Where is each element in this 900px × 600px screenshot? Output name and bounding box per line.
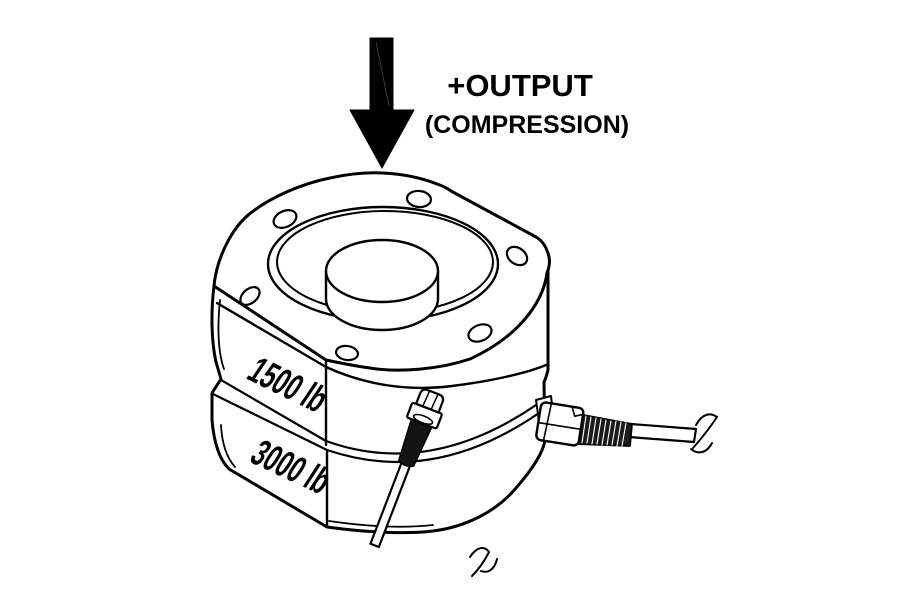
arrow-highlight	[375, 41, 390, 107]
side-cable-threads	[575, 413, 633, 447]
load-cell-body	[210, 171, 551, 535]
front-cable-sleeve	[397, 417, 433, 468]
bolt-hole	[272, 209, 298, 229]
bolt-hole	[505, 245, 529, 267]
bolt-hole	[467, 323, 493, 343]
down-arrow-icon	[349, 37, 415, 170]
side-connector	[535, 395, 718, 454]
front-connector-cap	[415, 388, 445, 414]
bolt-hole	[239, 286, 261, 306]
cable-break-icon	[469, 547, 498, 577]
left-corner-bevel	[217, 299, 236, 468]
force-direction-arrow	[349, 37, 415, 170]
side-cable	[627, 422, 698, 444]
center-boss	[324, 238, 440, 332]
cable-break-icon	[690, 413, 718, 454]
panel-edges	[324, 360, 329, 529]
flange-bottom-edge	[215, 301, 548, 390]
compression-label: (COMPRESSION)	[425, 111, 629, 139]
bolt-hole	[405, 189, 433, 209]
output-label: +OUTPUT	[447, 68, 593, 103]
bolt-holes	[239, 189, 529, 362]
bolt-hole	[334, 344, 360, 362]
front-connector	[369, 388, 498, 577]
